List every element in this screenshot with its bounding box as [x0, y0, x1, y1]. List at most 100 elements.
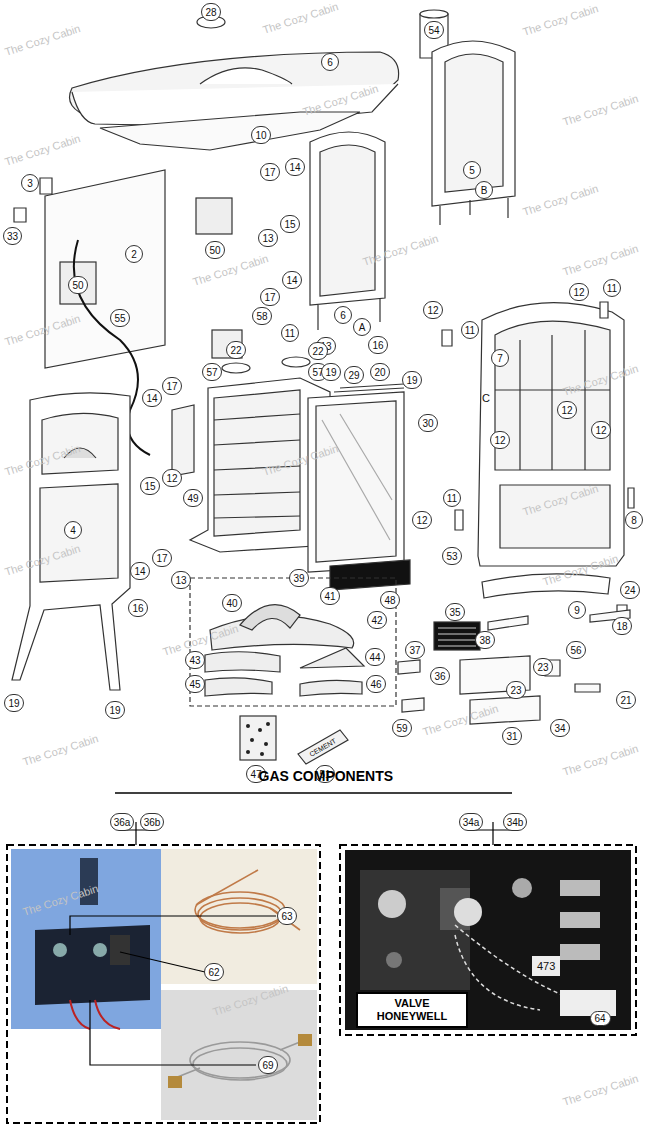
callout-number: 45 — [185, 675, 204, 693]
callout-number: 8 — [625, 511, 643, 529]
callout-number: 3 — [21, 174, 39, 192]
callout-number: 23 — [506, 681, 525, 699]
callout-number: 46 — [366, 675, 385, 693]
callout-number: 19 — [402, 371, 421, 389]
callout-number: 36a — [110, 813, 135, 831]
callout-number: 19 — [321, 363, 340, 381]
callout-number: 33 — [3, 227, 22, 245]
callout-number: 63 — [277, 907, 296, 925]
callout-number: 18 — [612, 617, 631, 635]
callout-number: 39 — [289, 569, 308, 587]
watermark: The Cozy Cabin — [191, 252, 270, 288]
callout-number: A — [353, 318, 371, 336]
callout-number: 34 — [550, 719, 569, 737]
watermark: The Cozy Cabin — [3, 132, 82, 168]
callout-number: 36 — [430, 667, 449, 685]
watermark: The Cozy Cabin — [21, 732, 100, 768]
callout-number: 14 — [142, 389, 161, 407]
callout-number: 19 — [105, 701, 124, 719]
callout-number: 37 — [405, 641, 424, 659]
callout-number: 7 — [491, 349, 509, 367]
callout-number: 13 — [171, 571, 190, 589]
section-title: GAS COMPONENTS — [259, 768, 394, 784]
watermark: The Cozy Cabin — [561, 92, 640, 128]
watermark: The Cozy Cabin — [561, 742, 640, 778]
callout-number: 10 — [251, 126, 270, 144]
callout-number: 12 — [490, 431, 509, 449]
watermark: The Cozy Cabin — [521, 182, 600, 218]
callout-number: 12 — [162, 469, 181, 487]
callout-number: 29 — [344, 366, 363, 384]
callout-number: 28 — [201, 3, 220, 21]
valve-label-box: VALVE HONEYWELL — [356, 992, 468, 1028]
callout-number: 43 — [185, 651, 204, 669]
callout-number: 14 — [282, 271, 301, 289]
watermark: The Cozy Cabin — [261, 0, 340, 36]
callout-number: 42 — [367, 611, 386, 629]
callout-number: 49 — [183, 489, 202, 507]
callout-number: 40 — [222, 594, 241, 612]
callout-number: 38 — [475, 631, 494, 649]
callout-number: B — [475, 181, 493, 199]
callout-number: 15 — [280, 215, 299, 233]
callout-number: 16 — [368, 336, 387, 354]
watermark: The Cozy Cabin — [561, 242, 640, 278]
callout-number: 5 — [463, 161, 481, 179]
callout-number: 17 — [162, 377, 181, 395]
callout-number: 50 — [68, 276, 87, 294]
callout-number: 14 — [130, 562, 149, 580]
callout-number: 17 — [260, 163, 279, 181]
callout-number: 12 — [591, 421, 610, 439]
callout-number: 12 — [569, 283, 588, 301]
callout-number: 41 — [320, 587, 339, 605]
watermark: The Cozy Cabin — [561, 1072, 640, 1108]
callout-number: 50 — [205, 241, 224, 259]
watermark: The Cozy Cabin — [3, 22, 82, 58]
callout-number: 22 — [226, 341, 245, 359]
part-marking: C — [482, 392, 490, 404]
callout-number: 34b — [503, 813, 528, 831]
callout-number: 69 — [258, 1056, 277, 1074]
callout-number: 12 — [412, 511, 431, 529]
callout-number: 24 — [620, 581, 639, 599]
callout-number: 13 — [258, 229, 277, 247]
callout-number: 54 — [424, 21, 443, 39]
callout-number: 62 — [204, 963, 223, 981]
callout-number: 11 — [281, 324, 299, 342]
part-marking: 64 — [590, 1011, 611, 1026]
callout-number: 59 — [392, 719, 411, 737]
callout-number: 48 — [380, 591, 399, 609]
callout-number: 44 — [365, 648, 384, 666]
callout-number: 2 — [125, 245, 143, 263]
callout-number: 55 — [110, 309, 129, 327]
callout-number: 14 — [285, 158, 304, 176]
callout-number: 53 — [442, 547, 461, 565]
callout-number: 57 — [202, 363, 221, 381]
part-marking: 473 — [535, 960, 557, 972]
callout-number: 17 — [260, 288, 279, 306]
callout-number: 17 — [152, 549, 171, 567]
callout-number: 12 — [557, 401, 576, 419]
callout-number: 36b — [140, 813, 165, 831]
callout-number: 23 — [533, 658, 552, 676]
callout-number: 21 — [616, 691, 635, 709]
callout-number: 31 — [502, 727, 521, 745]
callout-number: 11 — [443, 489, 461, 507]
valve-label: VALVE HONEYWELL — [364, 997, 460, 1023]
callout-number: 30 — [418, 414, 437, 432]
callout-number: 6 — [334, 306, 352, 324]
callout-number: 34a — [459, 813, 484, 831]
callout-number: 12 — [423, 301, 442, 319]
callout-number: 56 — [566, 641, 585, 659]
callout-number: 11 — [461, 321, 479, 339]
callout-number: 9 — [568, 601, 586, 619]
callout-number: 4 — [64, 521, 82, 539]
callout-number: 58 — [252, 307, 271, 325]
callout-number: 11 — [603, 279, 621, 297]
callout-number: 20 — [370, 363, 389, 381]
callout-number: 16 — [128, 599, 147, 617]
callout-number: 22 — [308, 342, 327, 360]
callout-number: 35 — [445, 603, 464, 621]
watermark: The Cozy Cabin — [521, 2, 600, 38]
callout-number: 19 — [4, 694, 23, 712]
